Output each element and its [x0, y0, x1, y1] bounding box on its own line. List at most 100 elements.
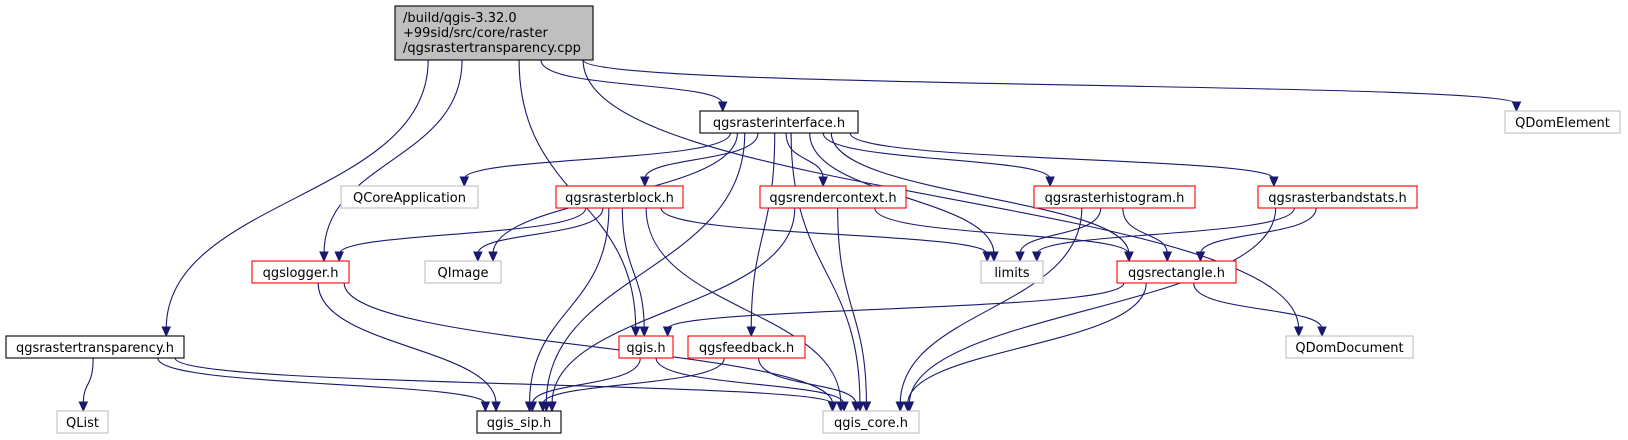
- edge-rasterhistogram-to-rectangle: [1122, 207, 1168, 255]
- edge-root-to-qdomelement: [582, 59, 1518, 105]
- node-box-feedback[interactable]: [687, 335, 806, 359]
- edge-arrowhead-qgis-to-qgis_sip: [527, 401, 538, 413]
- node-box-qgis_core[interactable]: [822, 410, 920, 434]
- edge-arrowhead-rectangle-to-qdomdocument: [1317, 326, 1327, 338]
- node-label-qgis_core: qgis_core.h: [834, 416, 908, 431]
- edge-root-to-rastertransparency: [165, 59, 429, 330]
- node-box-rasterhistogram[interactable]: [1033, 185, 1196, 209]
- node-qdomdocument[interactable]: QDomDocument: [1285, 335, 1414, 359]
- node-label-root-1: /build/qgis-3.32.0: [403, 11, 517, 26]
- node-label-logger: qgslogger.h: [263, 266, 339, 281]
- node-box-rasterbandstats[interactable]: [1257, 185, 1418, 209]
- node-logger[interactable]: qgslogger.h: [251, 260, 350, 284]
- node-label-qcoreapplication: QCoreApplication: [353, 191, 466, 206]
- edge-rectangle-to-qgis: [667, 282, 1125, 330]
- node-box-qimage[interactable]: [424, 260, 502, 284]
- node-rasterbandstats[interactable]: qgsrasterbandstats.h: [1257, 185, 1418, 209]
- edge-arrowhead-rasterinterface-to-rendercontext: [818, 176, 828, 188]
- node-root[interactable]: /build/qgis-3.32.0+99sid/src/core/raster…: [394, 5, 594, 61]
- edge-arrowhead-rasterhistogram-to-limits: [1015, 251, 1025, 263]
- edge-rasterinterface-to-feedback: [750, 132, 776, 330]
- node-qgis[interactable]: qgis.h: [618, 335, 674, 359]
- node-qdomelement[interactable]: QDomElement: [1504, 110, 1621, 134]
- node-box-rastertransparency[interactable]: [5, 335, 185, 359]
- node-qgis_sip[interactable]: qgis_sip.h: [476, 410, 562, 434]
- edge-qgis-to-qgis_core: [655, 357, 845, 405]
- edge-rasterblock-to-limits: [660, 207, 988, 255]
- node-qimage[interactable]: QImage: [424, 260, 502, 284]
- edge-logger-to-qgis_sip: [317, 282, 497, 405]
- edge-rasterbandstats-to-limits: [1036, 207, 1295, 255]
- edge-rasterbandstats-to-qgis_core: [908, 207, 1277, 405]
- node-qcoreapplication[interactable]: QCoreApplication: [340, 185, 479, 209]
- edge-feedback-to-qgis_core: [758, 357, 857, 405]
- edge-rastertransparency-to-qgis_sip: [157, 357, 486, 405]
- edge-rendercontext-to-rectangle: [874, 207, 1130, 255]
- node-box-qdomelement[interactable]: [1504, 110, 1621, 134]
- edge-arrowhead-rasterbandstats-to-rectangle: [1195, 251, 1206, 263]
- edge-arrowhead-feedback-to-qgis_sip: [538, 401, 548, 413]
- node-label-limits: limits: [994, 266, 1030, 281]
- node-box-limits[interactable]: [980, 260, 1044, 284]
- node-label-root-2: +99sid/src/core/raster: [403, 26, 549, 41]
- edge-arrowhead-logger-to-qgis_sip: [491, 401, 501, 413]
- edge-rasterhistogram-to-limits: [1019, 207, 1102, 255]
- node-label-qgis: qgis.h: [626, 341, 665, 356]
- node-box-rasterinterface[interactable]: [699, 110, 859, 134]
- edge-rasterblock-to-logger: [338, 207, 587, 255]
- edge-arrowhead-feedback-to-qgis_core: [851, 401, 861, 413]
- edge-arrowhead-rasterblock-to-limits: [982, 251, 992, 263]
- node-box-logger[interactable]: [251, 260, 350, 284]
- node-box-rasterblock[interactable]: [555, 185, 684, 209]
- node-qgis_core[interactable]: qgis_core.h: [822, 410, 920, 434]
- edge-rasterinterface-to-rendercontext: [785, 132, 824, 180]
- edge-rasterblock-to-qimage: [477, 207, 604, 255]
- edge-arrowhead-rendercontext-to-qgis_sip: [547, 401, 557, 413]
- node-rasterinterface[interactable]: qgsrasterinterface.h: [699, 110, 859, 134]
- node-box-qcoreapplication[interactable]: [340, 185, 479, 209]
- node-label-qdomdocument: QDomDocument: [1295, 341, 1403, 356]
- node-label-rasterinterface: qgsrasterinterface.h: [713, 116, 845, 131]
- node-label-root-3: /qgsrastertransparency.cpp: [403, 41, 581, 56]
- edge-rastertransparency-to-qlist: [82, 357, 94, 405]
- edge-rectangle-to-qgis_core: [907, 282, 1147, 405]
- node-label-rasterbandstats: qgsrasterbandstats.h: [1268, 191, 1407, 206]
- node-box-rectangle[interactable]: [1116, 260, 1237, 284]
- node-label-rectangle: qgsrectangle.h: [1128, 266, 1225, 281]
- node-box-rendercontext[interactable]: [759, 185, 907, 209]
- node-rasterblock[interactable]: qgsrasterblock.h: [555, 185, 684, 209]
- node-label-rendercontext: qgsrendercontext.h: [769, 191, 896, 206]
- edge-arrowhead-rasterblock-to-qimage: [473, 251, 483, 263]
- edge-arrowhead-rastertransparency-to-qgis_sip: [480, 401, 491, 413]
- node-rendercontext[interactable]: qgsrendercontext.h: [759, 185, 907, 209]
- edge-arrowhead-root-to-qdomdocument: [1293, 326, 1304, 338]
- edge-arrowhead-rasterbandstats-to-limits: [1032, 251, 1042, 263]
- node-rectangle[interactable]: qgsrectangle.h: [1116, 260, 1237, 284]
- edge-arrowhead-rasterblock-to-qgis: [639, 326, 649, 338]
- edge-arrowhead-root-to-rasterinterface: [717, 101, 728, 113]
- node-label-qlist: QList: [66, 416, 99, 431]
- node-box-qdomdocument[interactable]: [1285, 335, 1414, 359]
- node-rastertransparency[interactable]: qgsrastertransparency.h: [5, 335, 185, 359]
- node-limits[interactable]: limits: [980, 260, 1044, 284]
- edge-rasterinterface-to-qgis_sip: [545, 132, 746, 405]
- node-label-feedback: qgsfeedback.h: [699, 341, 794, 356]
- edge-qgis-to-qgis_sip: [531, 357, 641, 405]
- node-rasterhistogram[interactable]: qgsrasterhistogram.h: [1033, 185, 1196, 209]
- edge-rasterinterface-to-rasterblock: [644, 132, 759, 180]
- edge-rasterblock-to-qgis: [621, 207, 645, 330]
- edge-arrowhead-rasterinterface-to-feedback: [746, 326, 757, 338]
- node-box-root[interactable]: [394, 5, 594, 61]
- edge-arrowhead-root-to-qdomelement: [1511, 101, 1522, 113]
- node-label-qdomelement: QDomElement: [1515, 116, 1610, 131]
- node-box-qlist[interactable]: [56, 410, 109, 434]
- node-qlist[interactable]: QList: [56, 410, 109, 434]
- node-label-rasterhistogram: qgsrasterhistogram.h: [1045, 191, 1185, 206]
- edge-arrowhead-rasterinterface-to-rasterbandstats: [1269, 176, 1279, 188]
- edge-arrowhead-rendercontext-to-rectangle: [1124, 251, 1134, 263]
- node-box-qgis[interactable]: [618, 335, 674, 359]
- node-box-qgis_sip[interactable]: [476, 410, 562, 434]
- nodes-layer: /build/qgis-3.32.0+99sid/src/core/raster…: [5, 5, 1621, 434]
- node-feedback[interactable]: qgsfeedback.h: [687, 335, 806, 359]
